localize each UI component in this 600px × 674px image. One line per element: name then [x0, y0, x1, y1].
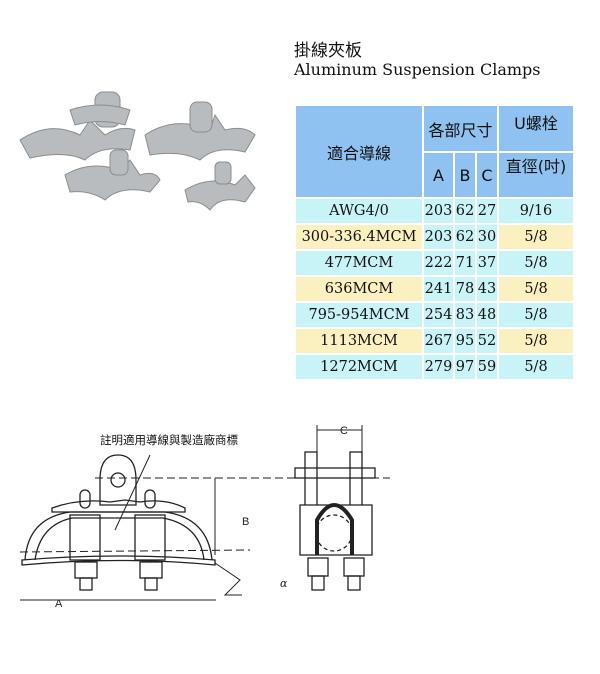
technical-drawing: A B C α: [19, 425, 390, 610]
title-english: Aluminum Suspension Clamps: [294, 60, 541, 79]
header-bolt-bottom: 直徑(吋): [499, 153, 573, 197]
dimension-b-label: B: [242, 516, 249, 528]
dim-b-cell: 95: [455, 329, 475, 353]
dim-c-cell: 52: [477, 329, 497, 353]
header-a: A: [424, 153, 453, 197]
header-bolt-top: U螺栓: [499, 106, 573, 151]
drawing-note: 註明適用導線與製造廠商標: [100, 433, 238, 447]
bolt-diameter-cell: 9/16: [499, 199, 573, 223]
conductor-cell: 1113MCM: [296, 329, 422, 353]
dim-a-cell: 241: [424, 277, 453, 301]
product-photo: [19, 91, 256, 211]
dim-a-cell: 267: [424, 329, 453, 353]
dim-c-cell: 37: [477, 251, 497, 275]
dimension-c-label: C: [340, 425, 348, 437]
dim-b-cell: 78: [455, 277, 475, 301]
dim-c-cell: 30: [477, 225, 497, 249]
dim-a-cell: 222: [424, 251, 453, 275]
conductor-cell: 795-954MCM: [296, 303, 422, 327]
bolt-diameter-cell: 5/8: [499, 303, 573, 327]
dim-b-cell: 97: [455, 355, 475, 379]
bolt-diameter-cell: 5/8: [499, 355, 573, 379]
conductor-cell: 300-336.4MCM: [296, 225, 422, 249]
dim-b-cell: 62: [455, 199, 475, 223]
conductor-cell: 636MCM: [296, 277, 422, 301]
dim-c-cell: 43: [477, 277, 497, 301]
header-c: C: [477, 153, 497, 197]
header-b: B: [455, 153, 475, 197]
header-dimensions: 各部尺寸: [424, 106, 497, 151]
title-chinese: 掛線夾板: [294, 41, 362, 61]
dim-c-cell: 59: [477, 355, 497, 379]
dimension-a-label: A: [55, 598, 63, 610]
conductor-cell: AWG4/0: [296, 199, 422, 223]
conductor-cell: 1272MCM: [296, 355, 422, 379]
bolt-diameter-cell: 5/8: [499, 277, 573, 301]
dim-a-cell: 203: [424, 225, 453, 249]
conductor-cell: 477MCM: [296, 251, 422, 275]
dim-b-cell: 71: [455, 251, 475, 275]
bolt-diameter-cell: 5/8: [499, 329, 573, 353]
header-conductor: 適合導線: [296, 106, 422, 197]
bolt-diameter-cell: 5/8: [499, 225, 573, 249]
dim-c-cell: 48: [477, 303, 497, 327]
side-view: [294, 425, 376, 591]
angle-alpha-label: α: [280, 577, 288, 590]
dim-b-cell: 62: [455, 225, 475, 249]
dim-c-cell: 27: [477, 199, 497, 223]
dim-b-cell: 83: [455, 303, 475, 327]
dim-a-cell: 254: [424, 303, 453, 327]
dim-a-cell: 279: [424, 355, 453, 379]
dim-a-cell: 203: [424, 199, 453, 223]
bolt-diameter-cell: 5/8: [499, 251, 573, 275]
